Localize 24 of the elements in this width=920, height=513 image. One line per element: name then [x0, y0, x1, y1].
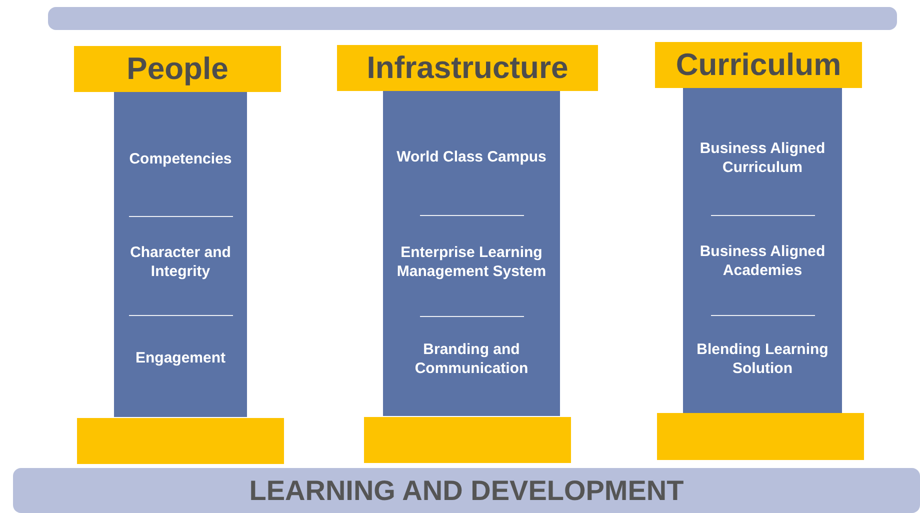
banner-bar — [48, 7, 897, 30]
foundation-band — [13, 468, 920, 513]
pillar-item: Competencies — [128, 150, 233, 168]
pillar-base — [77, 418, 284, 464]
pillar-title: Infrastructure — [366, 50, 568, 86]
pillar-capital — [74, 46, 281, 92]
pillar-capital — [337, 45, 598, 91]
pillar-item: World Class Campus — [396, 148, 548, 166]
pillar-item: Branding and Communication — [414, 340, 530, 378]
pillar-item: Business Aligned Academies — [698, 242, 826, 280]
pillar-column — [114, 92, 247, 417]
pillar-column — [383, 91, 560, 416]
pillar-column — [683, 88, 842, 413]
foundation-title: LEARNING AND DEVELOPMENT — [249, 474, 684, 506]
pillar-item: Business Aligned Curriculum — [698, 139, 826, 177]
pillar-title: People — [126, 51, 228, 87]
pillar-title: Curriculum — [676, 47, 842, 83]
pillar-base — [657, 413, 864, 460]
pillar-base — [364, 417, 571, 463]
pillar-item: Enterprise Learning Management System — [396, 243, 548, 281]
pillar-item: Engagement — [134, 348, 226, 368]
pillar-item: Blending Learning Solution — [696, 340, 830, 378]
pillar-capital — [655, 42, 862, 88]
pillar-item: Character and Integrity — [129, 243, 232, 281]
